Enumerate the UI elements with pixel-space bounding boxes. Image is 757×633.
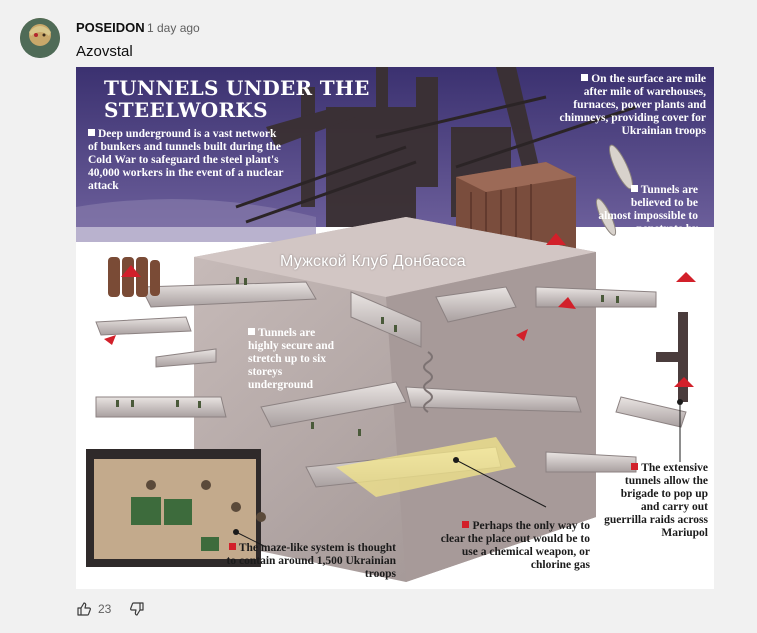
bullet-square-icon xyxy=(581,74,589,81)
comment-actions: 23 xyxy=(76,601,145,617)
poseidon-avatar-icon xyxy=(20,18,60,58)
thumbs-down-icon xyxy=(130,602,144,616)
bullet-square-icon xyxy=(248,328,255,335)
note-surface: On the surface are mile after mile of wa… xyxy=(559,73,706,137)
infographic-image: TUNNELS UNDER THE STEELWORKS Мужской Клу… xyxy=(76,67,714,589)
comment-author[interactable]: POSEIDON xyxy=(76,20,145,35)
bullet-square-icon xyxy=(228,543,236,550)
thumbs-up-icon xyxy=(77,602,91,616)
comment-timestamp[interactable]: 1 day ago xyxy=(147,21,200,35)
note-impossible: Tunnels are believed to be almost imposs… xyxy=(598,184,698,248)
bullet-square-icon xyxy=(88,129,95,136)
headline-line-2: STEELWORKS xyxy=(104,98,268,122)
bullet-square-icon xyxy=(462,521,470,528)
avatar[interactable] xyxy=(20,18,60,58)
infographic-headline: TUNNELS UNDER THE STEELWORKS xyxy=(104,77,394,121)
bullet-square-icon xyxy=(631,463,639,470)
watermark-text: Мужской Клуб Донбасса xyxy=(280,253,466,270)
like-count: 23 xyxy=(98,602,112,616)
headline-line-1: TUNNELS UNDER THE xyxy=(104,76,370,100)
like-button[interactable] xyxy=(76,601,92,617)
note-extensive: The extensive tunnels allow the brigade … xyxy=(604,462,708,539)
note-chemical: Perhaps the only way to clear the place … xyxy=(440,520,590,571)
note-maze: The maze-like system is thought to conta… xyxy=(226,542,396,580)
bullet-square-icon xyxy=(630,185,638,192)
dislike-button[interactable] xyxy=(129,601,145,617)
steelworks-cutaway-illustration xyxy=(76,67,714,582)
note-secure: Tunnels are highly secure and stretch up… xyxy=(248,327,335,391)
comment-text: Azovstal xyxy=(76,43,133,60)
note-deep-underground: Deep underground is a vast network of bu… xyxy=(88,128,284,192)
